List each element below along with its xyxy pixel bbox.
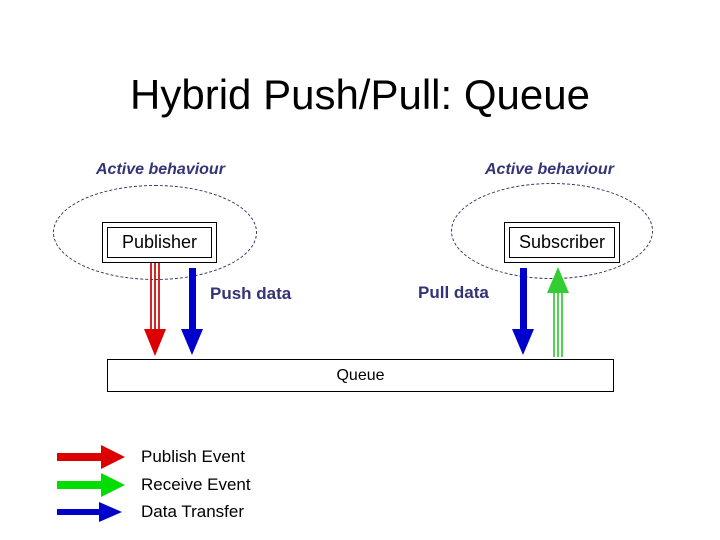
- publisher-box-label: Publisher: [107, 227, 212, 258]
- pull-data-label: Pull data: [418, 283, 489, 302]
- legend-item-receive-event: Receive Event: [55, 472, 251, 498]
- subscriber-box-label: Subscriber: [509, 227, 615, 258]
- red-right-arrow-icon: [57, 445, 125, 469]
- active-behaviour-label-left: Active behaviour: [96, 161, 225, 178]
- slide-title: Hybrid Push/Pull: Queue: [130, 71, 590, 119]
- queue-box-label: Queue: [336, 366, 385, 384]
- push-data-label: Push data: [210, 284, 292, 303]
- legend-item-data-transfer: Data Transfer: [55, 499, 244, 525]
- legend-label-publish-event: Publish Event: [141, 447, 245, 466]
- green-right-arrow-icon: [57, 473, 125, 497]
- legend-label-data-transfer: Data Transfer: [141, 502, 244, 521]
- data-transfer-down-arrow-right-icon: [512, 268, 534, 355]
- legend-item-publish-event: Publish Event: [55, 444, 245, 470]
- publish-event-down-arrow-icon: [144, 263, 166, 356]
- subscriber-region-ellipse: [451, 183, 653, 279]
- data-transfer-down-arrow-left-icon: [181, 268, 203, 355]
- subscriber-box: Subscriber: [504, 222, 620, 263]
- receive-event-up-arrow-icon: [547, 267, 569, 357]
- blue-right-arrow-icon: [57, 502, 122, 522]
- legend-label-receive-event: Receive Event: [141, 475, 251, 494]
- active-behaviour-label-right: Active behaviour: [485, 161, 614, 178]
- publisher-box: Publisher: [102, 222, 217, 263]
- queue-box: Queue: [107, 359, 614, 392]
